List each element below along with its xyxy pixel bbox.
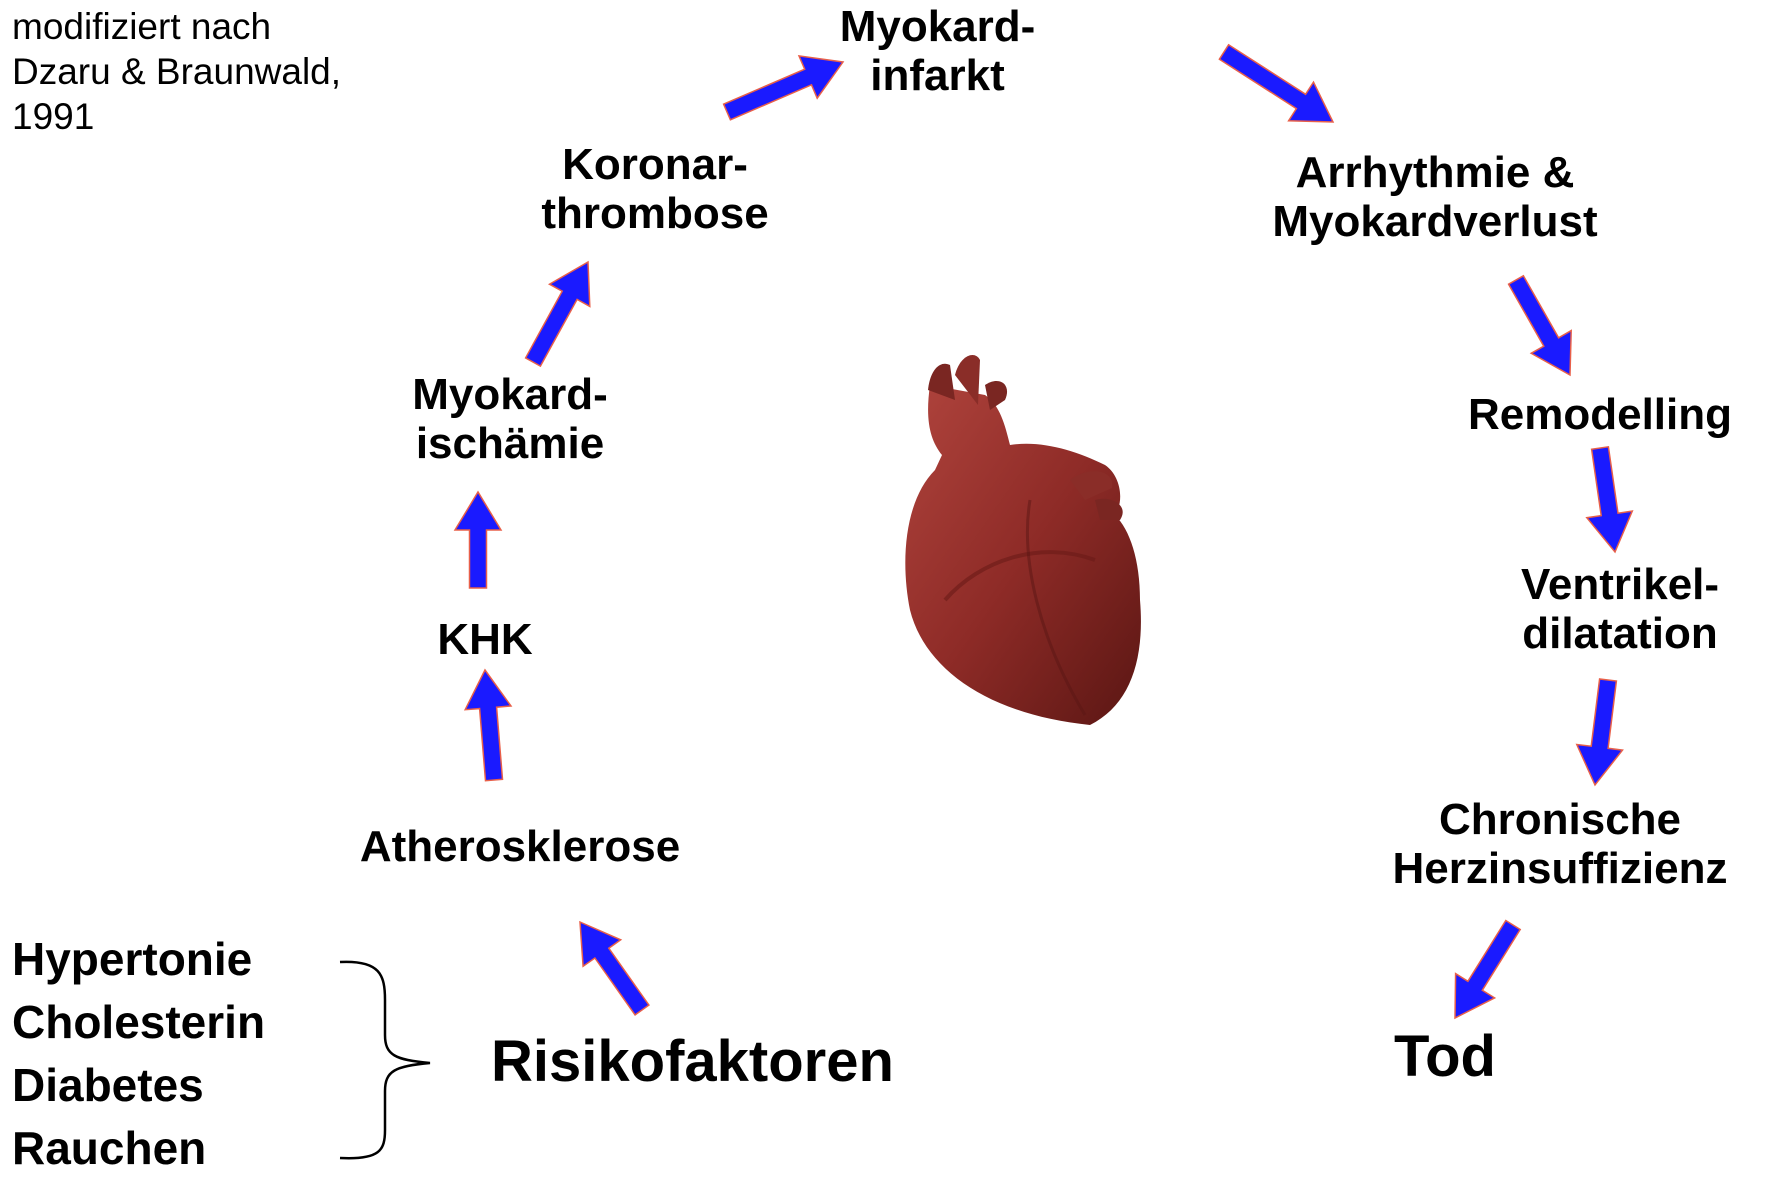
arrow-risikofaktoren-to-atherosklerose: [580, 922, 649, 1015]
arrow-khk-to-myokardischaemie: [455, 492, 501, 588]
arrow-chronische-to-tod: [1455, 921, 1520, 1019]
arrow-remodelling-to-ventrikeldilatation: [1587, 447, 1633, 552]
arrow-koronarthrombose-to-myokardinfarkt: [724, 56, 843, 120]
heart-illustration-icon: [905, 355, 1141, 725]
arrow-atherosklerose-to-khk: [465, 670, 511, 781]
arrow-ventrikeldilatation-to-chronische: [1577, 679, 1623, 785]
curly-brace-icon: [340, 962, 430, 1158]
arrow-myokardinfarkt-to-arrhythmie: [1219, 45, 1333, 122]
arrow-myokardischaemie-to-koronarthrombose: [526, 262, 590, 366]
arrow-arrhythmie-to-remodelling: [1509, 276, 1572, 375]
